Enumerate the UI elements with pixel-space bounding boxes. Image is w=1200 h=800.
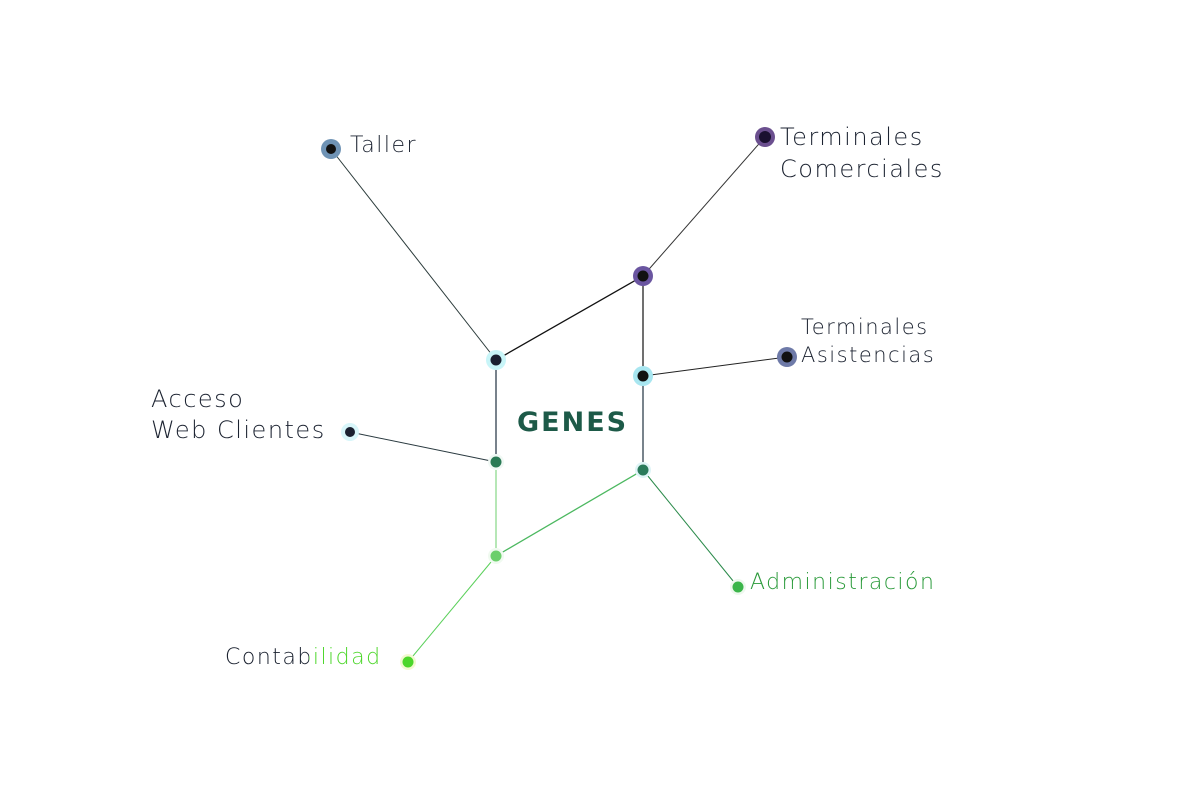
edge-taller <box>330 148 497 361</box>
node-terminales-comerciales[interactable] <box>755 127 775 147</box>
node-junction-left-bottom <box>488 548 504 564</box>
node-taller[interactable] <box>321 139 341 159</box>
node-administracion[interactable] <box>730 579 746 595</box>
labels: Taller Terminales Comerciales Terminales… <box>151 123 944 670</box>
node-junction-purple <box>633 266 653 286</box>
edge-terminales-comerciales <box>642 136 766 277</box>
label-terminales-comerciales-1: Terminales <box>780 123 924 151</box>
edges <box>330 136 788 663</box>
node-acceso-web[interactable] <box>341 423 359 441</box>
edge-terminales-asistencias <box>642 356 788 377</box>
label-acceso-web-1: Acceso <box>151 385 244 413</box>
edge-bottom-cross <box>495 469 644 557</box>
nodes <box>321 127 797 670</box>
node-contabilidad[interactable] <box>400 654 416 670</box>
label-acceso-web-2: Web Clientes <box>151 416 326 444</box>
node-junction-left-top <box>486 350 506 370</box>
edge-acceso-web <box>349 431 497 463</box>
node-junction-left-mid <box>488 454 504 470</box>
label-contabilidad: Contabilidad <box>225 645 382 670</box>
edge-hub-left-purple <box>495 275 644 361</box>
label-terminales-asistencias-1: Terminales <box>801 315 929 339</box>
node-junction-right-mid <box>633 366 653 386</box>
label-administracion: Administración <box>750 570 935 595</box>
label-terminales-comerciales-2: Comerciales <box>780 155 944 183</box>
node-junction-right-bottom <box>635 462 651 478</box>
label-terminales-asistencias-2: Asistencias <box>801 343 935 367</box>
center-title-genes: GENES <box>517 407 628 438</box>
edge-contabilidad <box>407 555 497 663</box>
edge-administracion <box>642 469 739 588</box>
node-terminales-asistencias[interactable] <box>777 347 797 367</box>
label-taller: Taller <box>350 133 417 158</box>
